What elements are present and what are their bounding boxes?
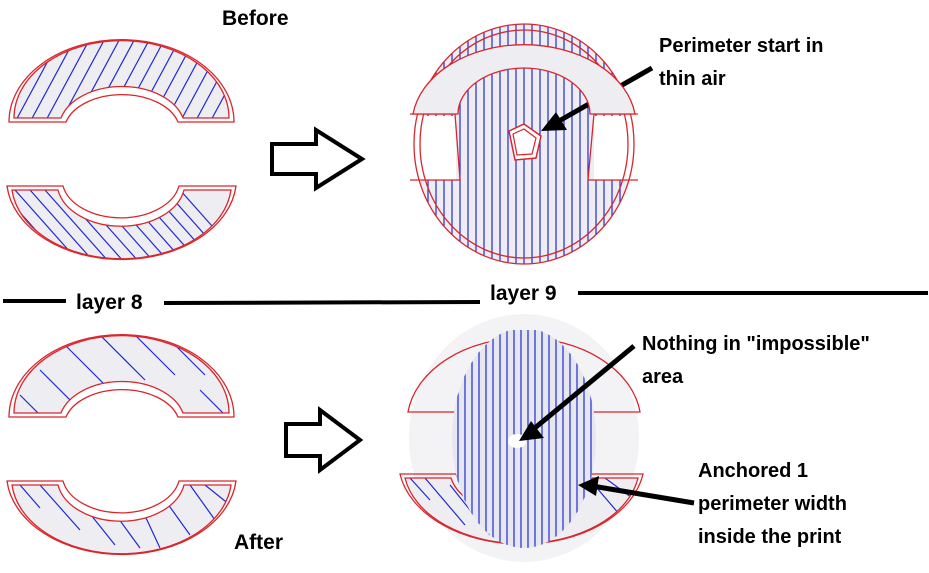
before-right-arrow-icon xyxy=(270,126,366,192)
after-right-arrow-icon xyxy=(284,406,364,474)
layer-9-label: layer 9 xyxy=(490,282,557,305)
before-layer9-part xyxy=(406,23,640,265)
after-bottom-sparse-infill xyxy=(19,485,231,549)
before-layer8-top-arc xyxy=(8,38,235,123)
nothing-impossible-annotation: Nothing in "impossible" area xyxy=(642,333,875,388)
anchored-pointer-arrow xyxy=(578,476,695,506)
before-top-diagonal-infill xyxy=(14,40,229,118)
layer-separator xyxy=(3,291,928,305)
after-label: After xyxy=(234,531,283,554)
after-layer8-top-arc xyxy=(8,333,235,418)
anchored-annotation: Anchored 1 perimeter width inside the pr… xyxy=(698,460,852,548)
after-layer8-bottom-arc xyxy=(6,480,237,556)
perimeter-start-annotation: Perimeter start in thin air xyxy=(659,35,829,90)
layer-8-label: layer 8 xyxy=(76,291,143,314)
before-layer8-bottom-arc xyxy=(6,185,237,261)
before-label: Before xyxy=(222,7,289,30)
nothing-impossible-pointer-arrow xyxy=(519,344,636,441)
